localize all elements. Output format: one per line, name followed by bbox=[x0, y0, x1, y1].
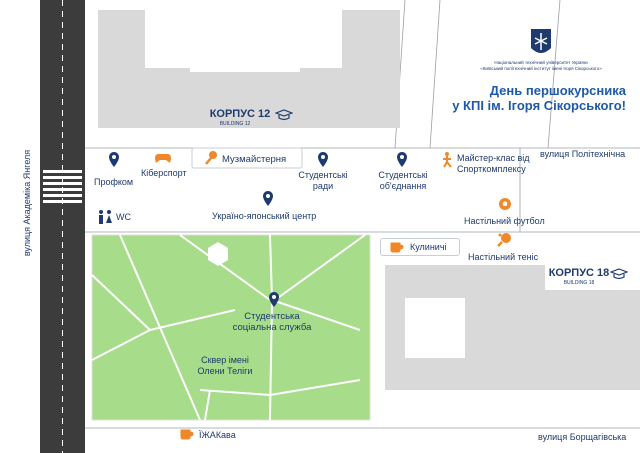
kpi-logo bbox=[531, 29, 551, 53]
university-name: Національний технічний університет Украї… bbox=[476, 60, 606, 71]
graduation-cap-icon bbox=[610, 268, 628, 280]
place-profkom[interactable]: Профком bbox=[94, 177, 134, 187]
wc-icon[interactable] bbox=[97, 210, 113, 224]
place-zhakava[interactable]: ЇЖАКава bbox=[199, 430, 236, 440]
building-korpus-12[interactable] bbox=[98, 10, 400, 128]
pin-icon[interactable] bbox=[268, 291, 280, 308]
place-studentski-obiednannia[interactable]: Студентські об'єднання bbox=[368, 170, 438, 192]
graduation-cap-icon bbox=[275, 109, 293, 121]
gamepad-icon[interactable] bbox=[154, 151, 172, 165]
place-label-line: Олени Теліги bbox=[197, 366, 253, 376]
korpus-18-courtyard bbox=[405, 298, 465, 358]
korpus-18-name: КОРПУС 18 bbox=[548, 267, 610, 279]
fitness-icon[interactable] bbox=[441, 151, 453, 169]
crosswalk bbox=[43, 170, 82, 203]
place-nastilnyi-tenis[interactable]: Настільний теніс bbox=[468, 252, 539, 262]
place-ukraino-yaponskyi[interactable]: Україно-японський центр bbox=[212, 211, 317, 221]
title-line-1: День першокурсника bbox=[489, 83, 626, 98]
university-line-1: Національний технічний університет Украї… bbox=[494, 60, 588, 65]
event-title: День першокурсника у КПІ ім. Ігоря Сікор… bbox=[400, 83, 626, 113]
muzmaisternia-box bbox=[191, 147, 303, 169]
place-maister-klas[interactable]: Майстер-клас від Спорткомплексу bbox=[457, 153, 530, 175]
football-icon[interactable] bbox=[498, 197, 512, 211]
street-politekhnichna: вулиця Політехнічна bbox=[540, 149, 626, 159]
title-line-2: у КПІ ім. Ігоря Сікорського! bbox=[452, 98, 626, 113]
korpus-18-sub: BUILDING 18 bbox=[563, 280, 595, 286]
place-muzmaisternia[interactable]: Музмайстерня bbox=[222, 154, 287, 165]
street-lines bbox=[85, 0, 640, 429]
place-nastilnyi-futbol[interactable]: Настільний футбол bbox=[464, 216, 545, 226]
place-label-line: соціальна служба bbox=[232, 322, 312, 333]
place-label-line: об'єднання bbox=[379, 181, 427, 191]
korpus-12-name: КОРПУС 12 bbox=[209, 108, 271, 120]
place-kulynychi[interactable]: Кулиничі bbox=[410, 242, 447, 252]
pin-icon[interactable] bbox=[396, 151, 408, 168]
place-studentski-rady[interactable]: Студентські ради bbox=[288, 170, 358, 192]
place-label-line: ради bbox=[312, 181, 334, 191]
korpus-12-sub: BUILDING 12 bbox=[219, 121, 251, 127]
place-skver-telihy: Сквер імені Олени Теліги bbox=[180, 355, 270, 377]
place-label-line: Студентська bbox=[244, 311, 300, 322]
coffee-icon[interactable] bbox=[180, 428, 194, 440]
pin-icon[interactable] bbox=[262, 190, 274, 207]
ping-pong-icon[interactable] bbox=[497, 232, 513, 248]
university-line-2: «Київський політехнічний інститут імені … bbox=[480, 65, 602, 71]
place-label-line: Сквер імені bbox=[201, 355, 249, 365]
pin-icon[interactable] bbox=[317, 151, 329, 168]
hexagon-icon bbox=[208, 242, 228, 266]
place-label-line: Студентські bbox=[378, 170, 428, 180]
place-kibersport[interactable]: Кіберспорт bbox=[141, 168, 187, 178]
coffee-icon bbox=[390, 242, 404, 253]
place-label-line: Спорткомплексу bbox=[457, 164, 526, 174]
place-wc[interactable]: WC bbox=[116, 212, 131, 222]
microphone-icon[interactable] bbox=[204, 150, 218, 166]
street-yanhelia: вулиця Академіка Янгеля bbox=[22, 149, 32, 257]
park-paths bbox=[91, 234, 366, 421]
place-label-line: Майстер-клас від bbox=[457, 153, 530, 163]
building-korpus-18[interactable] bbox=[385, 265, 640, 390]
place-label-line: Студентські bbox=[298, 170, 348, 180]
place-sotsialna-sluzhba[interactable]: Студентська соціальна служба bbox=[222, 311, 322, 333]
street-borshchahivska: вулиця Борщагівська bbox=[538, 432, 627, 442]
pin-icon[interactable] bbox=[108, 151, 120, 168]
